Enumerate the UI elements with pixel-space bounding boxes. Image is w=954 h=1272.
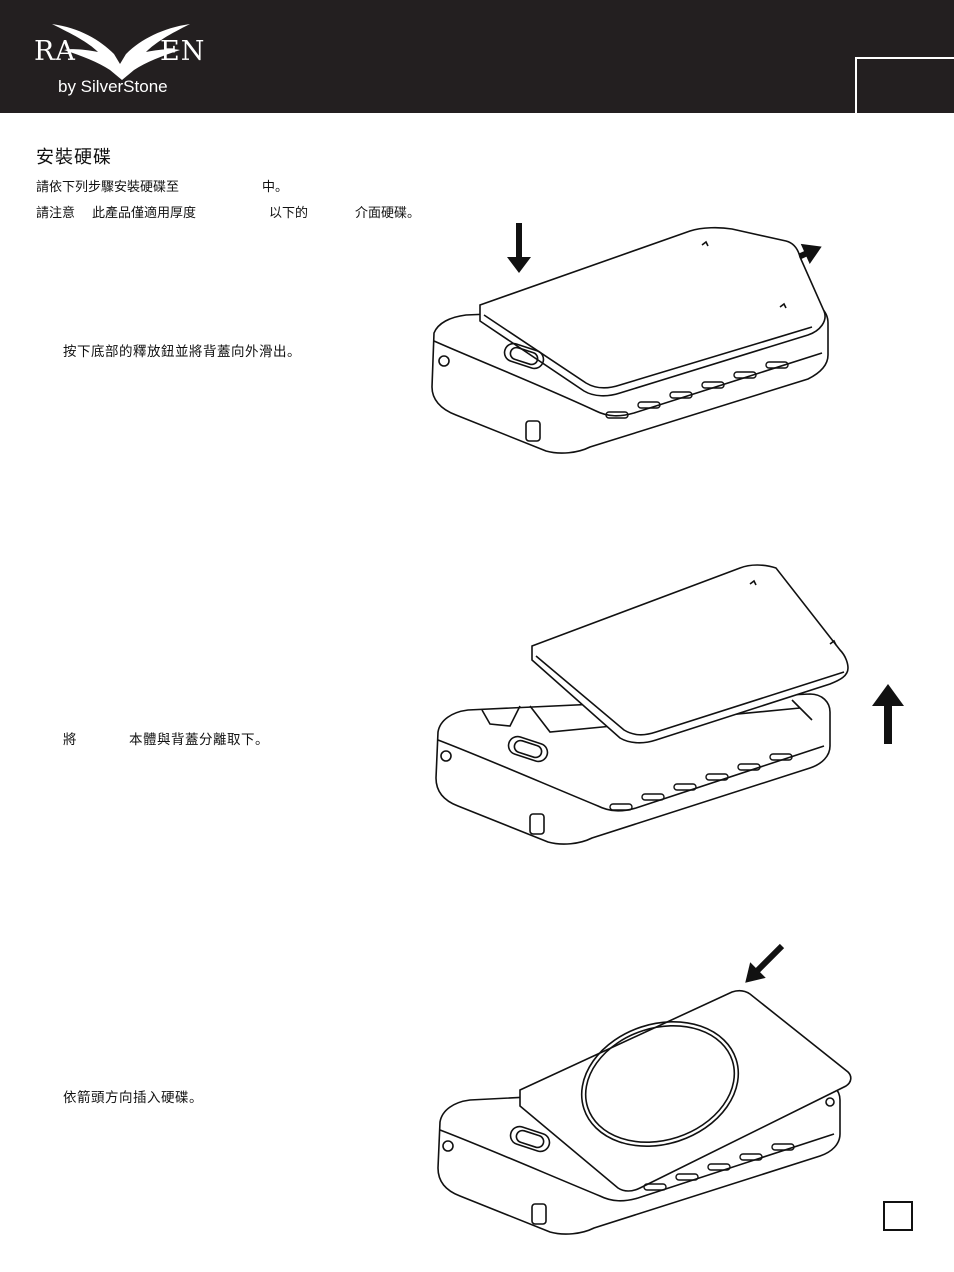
step-3-text: 依箭頭方向插入硬碟。 bbox=[63, 1090, 203, 1106]
section-title: 安裝硬碟 bbox=[36, 147, 112, 168]
step-2-illustration bbox=[435, 564, 904, 845]
raven-logo: RA EN by SilverStone bbox=[30, 18, 220, 100]
lift-up-arrow-icon bbox=[872, 684, 904, 744]
page-number-box bbox=[883, 1201, 913, 1231]
intro-line-2-text-b: 此產品僅適用厚度 bbox=[92, 206, 197, 221]
logo-text-right: EN bbox=[160, 36, 206, 67]
press-down-arrow-icon bbox=[507, 223, 531, 273]
step-1-text: 按下底部的釋放鈕並將背蓋向外滑出。 bbox=[63, 344, 301, 360]
step-3-illustration bbox=[437, 943, 852, 1235]
header-bar: RA EN by SilverStone bbox=[0, 0, 954, 115]
logo-subtitle: by SilverStone bbox=[58, 77, 168, 96]
step-2-text-b: 本體與背蓋分離取下。 bbox=[129, 732, 269, 748]
step-1-illustration bbox=[431, 223, 829, 454]
intro-line-2-text-a: 請注意 bbox=[36, 206, 76, 221]
intro-line-1-text-a: 請依下列步驟安裝硬碟至 bbox=[36, 180, 180, 195]
intro-line-1-text-b: 中。 bbox=[262, 180, 289, 195]
raven-wings-icon bbox=[52, 24, 190, 80]
step-2-text-a: 將 bbox=[63, 732, 77, 748]
language-tab-box bbox=[855, 57, 954, 115]
intro-line-2-text-c: 以下的 bbox=[269, 206, 309, 221]
logo-text-left: RA bbox=[34, 36, 76, 67]
intro-line-2-text-d: 介面硬碟。 bbox=[355, 206, 421, 221]
insert-direction-arrow-icon bbox=[745, 943, 785, 983]
